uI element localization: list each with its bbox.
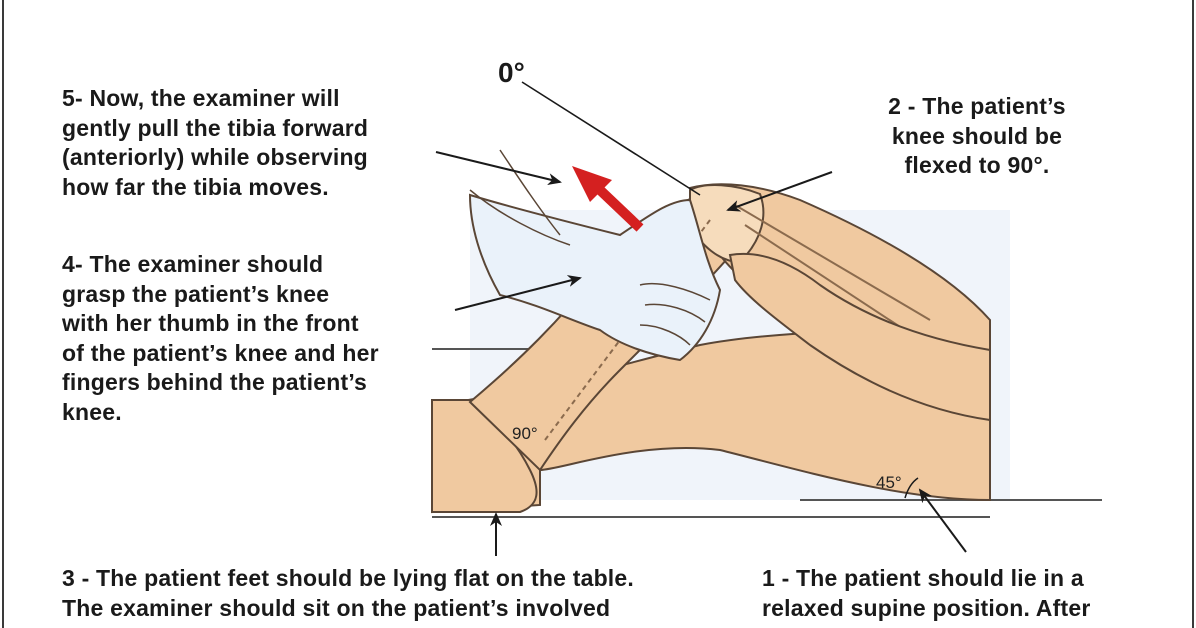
femur-line-1 — [734, 204, 931, 321]
step4-instruction: 4- The examiner should grasp the patient… — [62, 251, 379, 425]
zero-degree-line — [521, 81, 701, 196]
pointer-arrow-step4 — [454, 275, 582, 311]
examiner-gloved-hand — [468, 193, 722, 362]
frame-right-border — [1192, 0, 1194, 628]
pointer-arrow-step5 — [435, 151, 562, 186]
angle-label-zero: 0° — [498, 57, 525, 88]
step5-instruction: 5- Now, the examiner will gently pull th… — [62, 85, 369, 200]
angle-label-fortyfive: 45° — [876, 473, 902, 492]
angle-label-ninety: 90° — [512, 424, 538, 443]
glove-finger-lines — [639, 282, 711, 346]
frame-left-border — [2, 0, 4, 628]
pointer-arrow-step1 — [918, 488, 967, 553]
step3-instruction: 3 - The patient feet should be lying fla… — [62, 565, 634, 621]
step1-instruction: 1 - The patient should lie in a relaxed … — [762, 565, 1091, 621]
examiner-hand-back — [728, 252, 991, 422]
angle-arc-45 — [904, 477, 919, 499]
examiner-arm-lines — [469, 149, 571, 246]
step2-instruction: 2 - The patient’s knee should be flexed … — [888, 93, 1066, 178]
pull-arrow-red — [572, 166, 644, 232]
pointer-arrow-step2 — [726, 171, 833, 212]
femur-line-2 — [744, 224, 921, 341]
